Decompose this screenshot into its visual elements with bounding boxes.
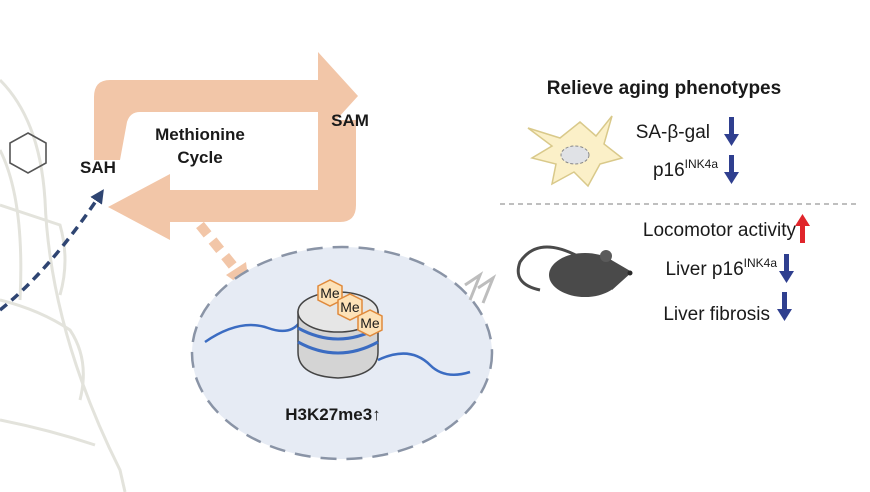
down-arrow-icon [724,155,739,184]
chevron-arrows-icon [464,271,497,304]
methyl-tags: Me Me Me [317,279,383,337]
methyl-tag-2: Me [340,299,360,315]
marker-liver-p16-sup: INK4a [744,256,778,270]
marker-locomotor: Locomotor activity [643,220,797,241]
cycle-title-line2: Cycle [177,148,222,167]
mouse-icon [516,245,633,297]
marker-p16-sup: INK4a [685,157,719,171]
marker-sa-beta-gal: SA-β-gal [636,122,710,143]
down-arrow-icon [777,292,792,321]
dna-strand-left [204,321,302,344]
cycle-top-arrow [94,52,358,160]
methionine-cycle-arrows [94,52,358,240]
senescent-cell-icon [527,115,624,188]
cycle-title-line1: Methionine [155,125,245,144]
sah-label: SAH [80,158,116,177]
marker-liver-p16-base: Liver p16 [665,259,743,280]
h3k27me3-label: H3K27me3↑ [285,405,380,424]
marker-liver-fibrosis: Liver fibrosis [663,304,770,325]
sam-label: SAM [331,111,369,130]
molecule-hexagon-icon [9,132,47,174]
down-arrow-icon [779,254,794,283]
phenotypes-title: Relieve aging phenotypes [547,78,781,99]
marker-p16-base: p16 [653,160,685,181]
marker-liver-fibrosis-text: Liver fibrosis [663,304,770,325]
background-outline [0,78,127,492]
dashed-arrow-to-sah [0,189,104,312]
dna-strand-right [377,352,471,377]
up-arrow-icon [795,214,810,243]
cycle-bottom-arrow [108,120,356,240]
marker-liver-p16: Liver p16INK4a [665,256,777,280]
down-arrow-icon [724,117,739,146]
marker-p16: p16INK4a [653,157,718,181]
marker-sa-beta-gal-text: SA-β-gal [636,122,710,143]
marker-locomotor-text: Locomotor activity [643,220,797,241]
methyl-tag-3: Me [360,315,380,331]
methyl-tag-1: Me [320,285,340,301]
